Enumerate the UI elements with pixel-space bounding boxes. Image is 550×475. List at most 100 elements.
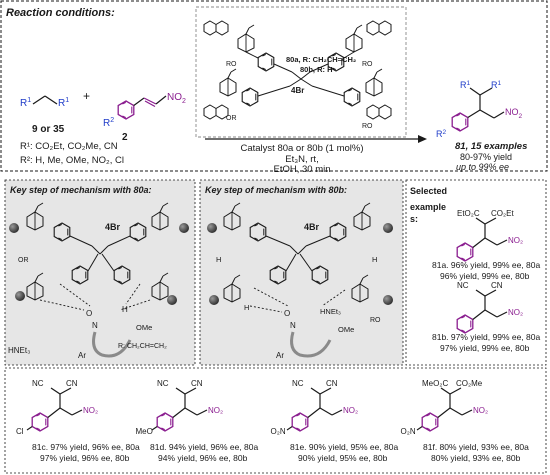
catalyst-counterion: 4Br: [291, 86, 304, 95]
catalyst-80a-label: 80a, R: CH₂CH=CH₂: [286, 55, 356, 64]
product-r1-left: R1: [460, 80, 471, 90]
mechanism-a-hnet3: HNEt₃: [8, 346, 30, 355]
catalyst-condition: Catalyst 80a or 80b (1 mol%): [240, 143, 363, 154]
example-81b-right-group: CN: [491, 281, 503, 290]
example-81d-right-group: CN: [191, 379, 203, 388]
example-81e-caption-1: 81e. 90% yield, 95% ee, 80a: [290, 442, 398, 452]
reactant-1-structure: R1 R1: [20, 95, 69, 109]
example-81e-caption-2: 90% yield, 95% ee, 80b: [298, 453, 388, 463]
product-r1-right: R1: [491, 80, 502, 90]
mechanism-b-o1: O: [284, 309, 290, 318]
mechanism-a-h: H: [122, 305, 128, 314]
reactant-1-r-left: R1: [20, 97, 31, 109]
mechanism-b-counterion: 4Br: [304, 222, 320, 232]
mechanism-b-hnet3: HNEt₃: [320, 307, 341, 316]
reactant-1-r-right: R1: [58, 97, 69, 109]
r2-definition: R²: H, Me, OMe, NO₂, Cl: [20, 155, 124, 166]
examples-bottom-panel: [4, 367, 547, 474]
reactant-2-no2: NO2: [167, 92, 186, 105]
product-no2: NO2: [505, 107, 523, 120]
mechanism-b-structure: 4Br H H H RO O N HNEt₃ OMe Ar: [207, 202, 393, 360]
catalyst-or-bottom-left: OR: [226, 115, 237, 122]
example-81d-caption-1: 81d. 94% yield, 96% ee, 80a: [150, 442, 258, 452]
mechanism-b-ro: RO: [370, 317, 381, 324]
catalyst-structure: 80a, R: CH₂CH=CH₂ 80b, R: H 4Br RO RO OR…: [203, 20, 392, 130]
r1-definition: R¹: CO₂Et, CO₂Me, CN: [20, 141, 118, 152]
mechanism-a-o1: O: [86, 309, 92, 318]
reactant-2-label: 2: [122, 132, 128, 143]
example-81e-no2: NO₂: [343, 406, 358, 415]
example-81b-no2: NO₂: [508, 308, 523, 317]
mechanism-a-panel: [4, 179, 196, 366]
example-81d-no2: NO₂: [208, 406, 223, 415]
example-81e-left-group: NC: [292, 379, 304, 388]
mechanism-a-counterion: 4Br: [105, 222, 121, 232]
example-81c-caption-2: 97% yield, 96% ee, 80b: [40, 453, 130, 463]
catalyst-80b-label: 80b, R: H: [300, 65, 333, 74]
example-81d-caption-2: 94% yield, 96% ee, 80b: [158, 453, 248, 463]
example-81a-no2: NO₂: [508, 236, 523, 245]
example-81a-caption-2: 96% yield, 99% ee, 80b: [440, 271, 530, 281]
base-condition: Et₃N, rt,: [285, 154, 318, 165]
example-81f-no2: NO₂: [473, 406, 488, 415]
mechanism-a-structure: 4Br OR O N H OMe Ar HNEt₃ R: CH₂CH=CH₂: [8, 202, 189, 360]
example-81f-aryl-substituent: O₂N: [401, 427, 416, 436]
example-81b-left-group: NC: [457, 281, 469, 290]
example-81d: NC CN NO₂ MeO 81d. 94% yield, 96% ee, 80a94%…: [136, 379, 259, 463]
mechanism-a-or-left: OR: [18, 257, 29, 264]
example-81c-right-group: CN: [66, 379, 78, 388]
examples-heading-1: Selected: [410, 186, 447, 196]
reactant-2-r2: R2: [103, 117, 114, 129]
product-ee: up to 99% ee: [456, 162, 509, 172]
mechanism-b-h-left: H: [216, 255, 221, 264]
example-81e-aryl-substituent: O₂N: [271, 427, 286, 436]
reactant-2-structure: NO2 R2: [103, 92, 186, 129]
mechanism-b-ar: Ar: [276, 351, 284, 360]
example-81b-caption-2: 97% yield, 99% ee, 80b: [440, 343, 530, 353]
mechanism-a-n: N: [92, 321, 98, 330]
example-81c: NC CN NO₂ Cl 81c. 97% yield, 96% ee, 80a97% …: [16, 379, 140, 463]
example-81c-left-group: NC: [32, 379, 44, 388]
plus-sign: +: [83, 89, 90, 103]
mechanism-a-r-def: R: CH₂CH=CH₂: [118, 343, 167, 350]
example-81a-left-group: EtO₂C: [457, 209, 480, 218]
example-81c-no2: NO₂: [83, 406, 98, 415]
example-81a-right-group: CO₂Et: [491, 209, 514, 218]
example-81c-caption-1: 81c. 97% yield, 96% ee, 80a: [32, 442, 140, 452]
example-81d-aryl-substituent: MeO: [136, 427, 153, 436]
example-81f-left-group: MeO₂C: [422, 379, 448, 388]
example-81f-caption-1: 81f. 80% yield, 93% ee, 80a: [423, 442, 529, 452]
examples-heading-3: s:: [410, 214, 418, 224]
solvent-condition: EtOH, 30 min: [273, 164, 330, 175]
example-81b-caption-1: 81b. 97% yield, 99% ee, 80a: [432, 332, 540, 342]
reaction-arrowhead: [418, 135, 427, 143]
example-81e-right-group: CN: [326, 379, 338, 388]
reactant-1-label: 9 or 35: [32, 124, 65, 135]
mechanism-b-ome: OMe: [338, 325, 354, 334]
example-81f-caption-2: 80% yield, 93% ee, 80b: [431, 453, 521, 463]
catalyst-ro-bottom-right: RO: [362, 123, 373, 130]
conditions-heading: Reaction conditions:: [6, 7, 115, 19]
example-81e: NC CN NO₂ O₂N 81e. 90% yield, 95% ee, 80a90%…: [271, 379, 399, 463]
product-yield: 80-97% yield: [460, 152, 512, 162]
catalyst-ro-right: RO: [362, 61, 373, 68]
product-r2: R2: [436, 129, 447, 139]
product-structure: R1 R1 NO2 R2: [436, 80, 523, 139]
examples-heading-2: example: [410, 202, 446, 212]
examples-side-panel: [405, 179, 547, 366]
product-label: 81, 15 examples: [455, 141, 527, 152]
mechanism-a-title: Key step of mechanism with 80a:: [10, 185, 152, 195]
mechanism-a-ar: Ar: [78, 351, 86, 360]
example-81a-caption-1: 81a. 96% yield, 99% ee, 80a: [432, 260, 540, 270]
mechanism-a-ome: OMe: [136, 323, 152, 332]
example-81c-aryl-substituent: Cl: [16, 427, 24, 436]
example-81d-left-group: NC: [157, 379, 169, 388]
mechanism-b-panel: [199, 179, 404, 366]
mechanism-b-title: Key step of mechanism with 80b:: [205, 185, 347, 195]
